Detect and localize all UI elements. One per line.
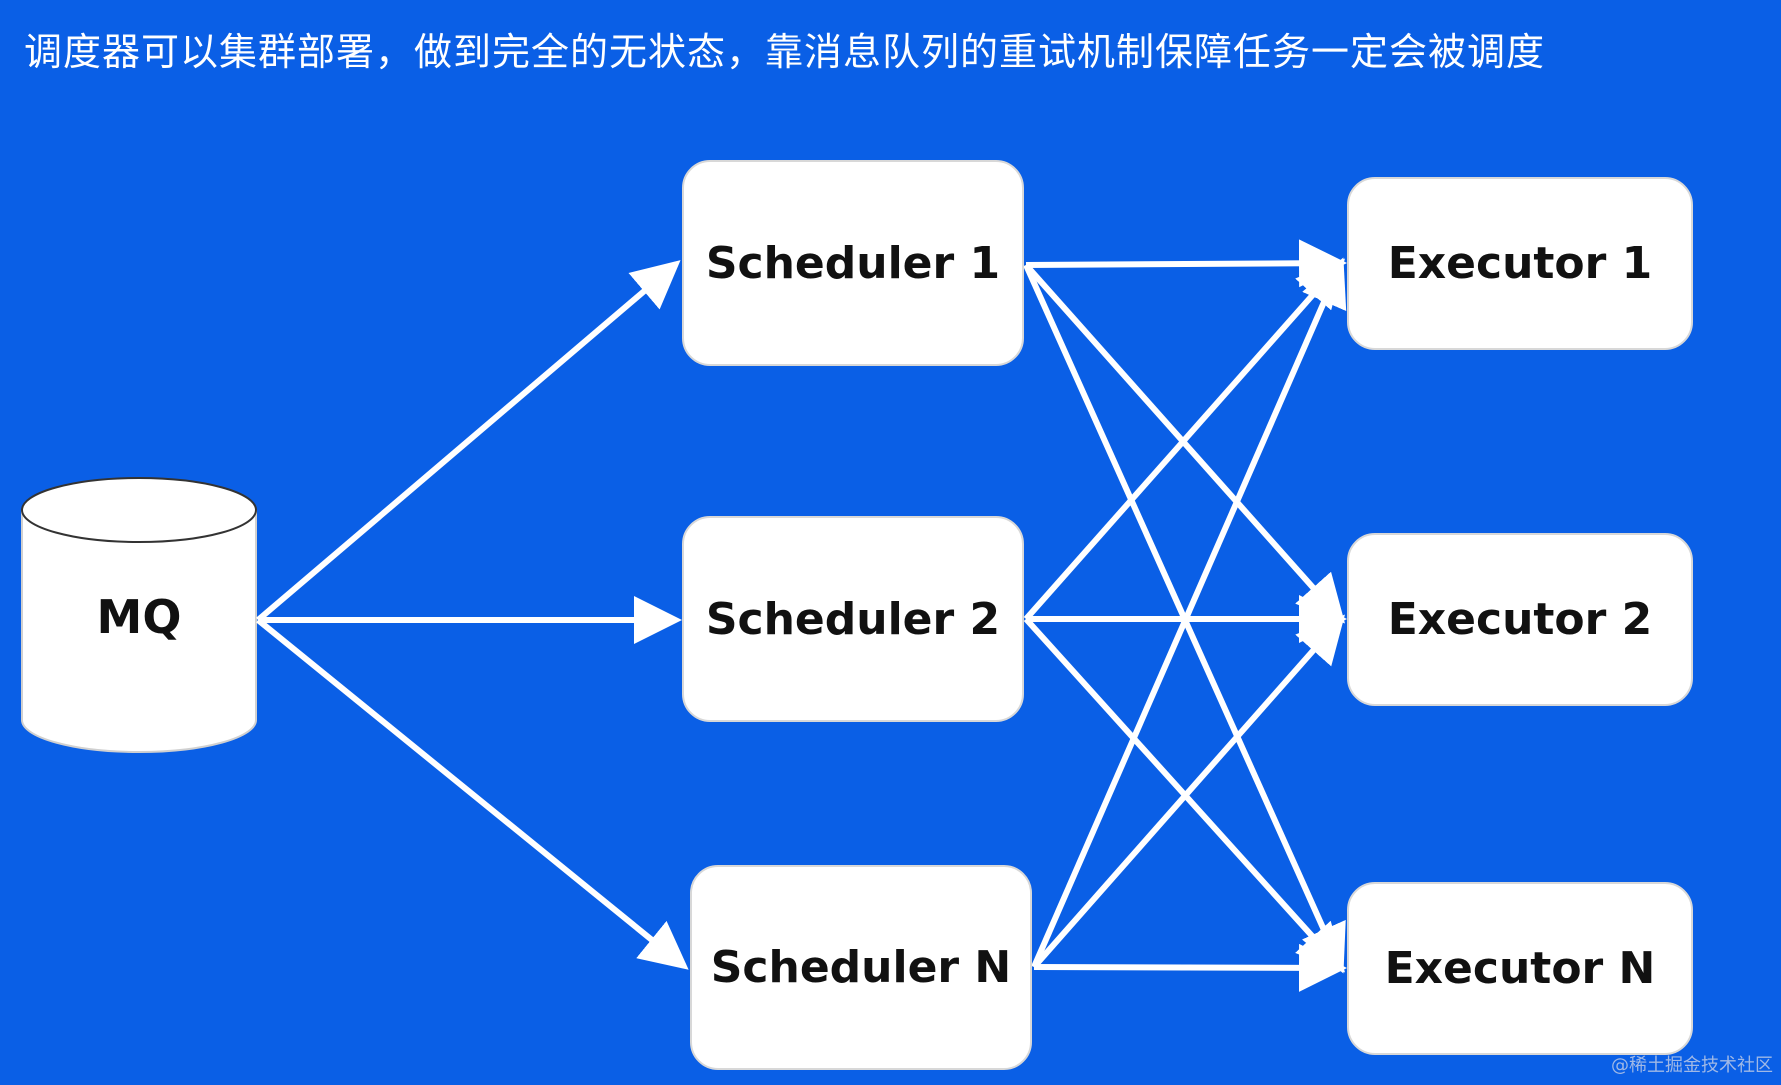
executor-n-node: Executor N — [1347, 882, 1693, 1055]
scheduler-n-node: Scheduler N — [690, 865, 1032, 1070]
scheduler-1-node: Scheduler 1 — [682, 160, 1024, 366]
mq-cylinder — [21, 477, 257, 753]
scheduler-2-label: Scheduler 2 — [705, 593, 1001, 645]
arrow-mq-to-scheduler-n — [256, 617, 689, 970]
watermark: @稀土掘金技术社区 — [1611, 1055, 1773, 1076]
arrow-sn-to-e1 — [1031, 257, 1347, 969]
arrow-s1-to-e1 — [1025, 239, 1347, 288]
scheduler-1-label: Scheduler 1 — [705, 237, 1001, 289]
mq-label: MQ — [96, 590, 182, 644]
arrow-sn-to-e2 — [1031, 614, 1345, 969]
scheduler-n-label: Scheduler N — [710, 942, 1012, 993]
arrow-s2-to-e1 — [1023, 258, 1345, 621]
executor-2-node: Executor 2 — [1347, 533, 1693, 706]
arrow-sn-to-en — [1033, 943, 1347, 992]
executor-2-label: Executor 2 — [1387, 594, 1653, 645]
executor-1-node: Executor 1 — [1347, 177, 1693, 350]
executor-1-label: Executor 1 — [1387, 238, 1653, 289]
scheduler-2-node: Scheduler 2 — [682, 516, 1024, 722]
executor-n-label: Executor N — [1384, 943, 1656, 994]
arrow-mq-to-scheduler-1 — [256, 260, 681, 623]
diagram-caption: 调度器可以集群部署，做到完全的无状态，靠消息队列的重试机制保障任务一定会被调度 — [24, 30, 1546, 74]
